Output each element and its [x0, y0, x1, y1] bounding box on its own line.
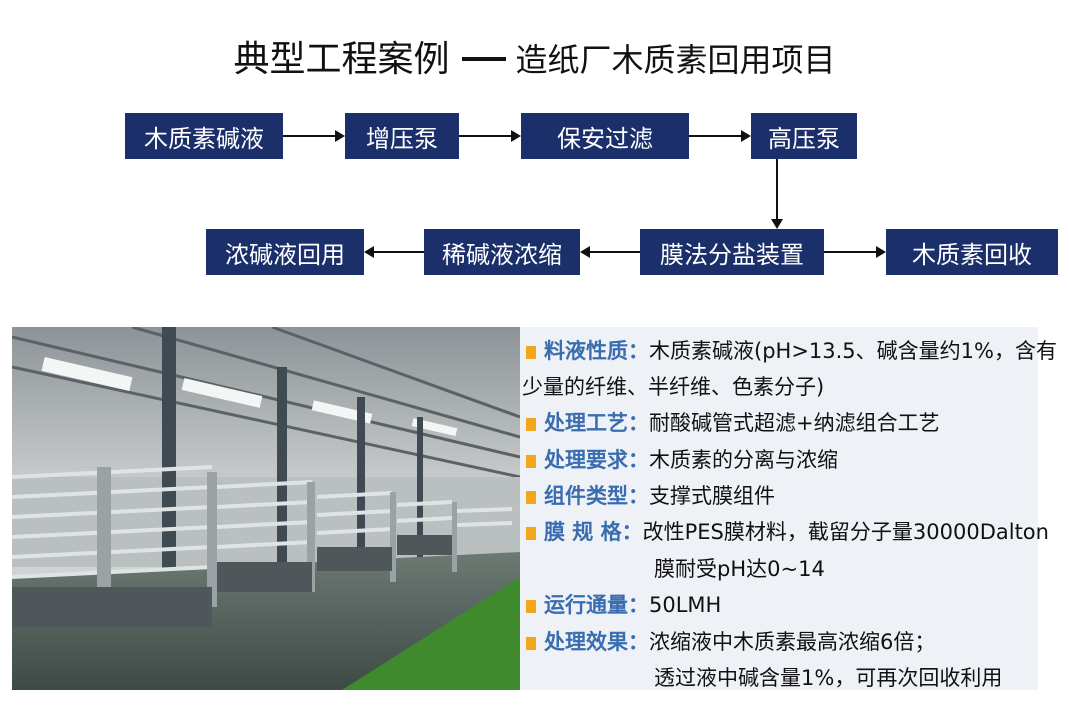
flow-step-concentrated-alkali-reuse: 浓碱液回用: [206, 229, 364, 275]
flow-step-lignin-alkali: 木质素碱液: [125, 113, 283, 159]
flow-arrow-7: [374, 251, 424, 253]
bullet-icon: [526, 490, 536, 504]
flow-step-booster-pump: 增压泵: [345, 113, 459, 159]
spec-process: 处理工艺：耐酸碱管式超滤+纳滤组合工艺: [520, 407, 940, 437]
flow-step-membrane-salt-separation: 膜法分盐装置: [640, 229, 824, 275]
flow-arrowhead-5: [876, 246, 886, 258]
spec-requirement-label: 处理要求：: [544, 448, 649, 472]
page-title: 典型工程案例 造纸厂木质素回用项目: [0, 30, 1069, 82]
spec-module-label: 组件类型：: [544, 484, 649, 508]
spec-effect-value-2: 透过液中碱含量1%，可再次回收利用: [654, 666, 1003, 690]
spec-effect-label: 处理效果：: [544, 630, 649, 654]
flow-arrowhead-6: [580, 246, 590, 258]
spec-flux-label: 运行通量：: [544, 593, 649, 617]
flow-step-security-filter: 保安过滤: [521, 113, 689, 159]
spec-effect-cont: 透过液中碱含量1%，可再次回收利用: [654, 662, 1002, 692]
flow-arrowhead-7: [364, 246, 374, 258]
bullet-icon: [526, 417, 536, 431]
spec-membrane-label: 膜 规 格：: [544, 520, 643, 544]
spec-feed-value: 木质素碱液(pH>13.5、碱含量约1%，含有: [649, 339, 1057, 363]
title-main: 典型工程案例: [233, 39, 450, 80]
spec-process-label: 处理工艺：: [544, 411, 649, 435]
flow-arrowhead-2: [511, 130, 521, 142]
spec-membrane-value: 改性PES膜材料，截留分子量30000Dalton: [642, 520, 1049, 544]
spec-membrane-cont: 膜耐受pH达0~14: [654, 553, 825, 583]
spec-module: 组件类型：支撑式膜组件: [520, 480, 775, 510]
spec-flux-value: 50LMH: [649, 593, 722, 617]
flow-arrowhead-down: [771, 219, 783, 229]
spec-feed: 料液性质：木质素碱液(pH>13.5、碱含量约1%，含有: [520, 335, 1057, 365]
spec-module-value: 支撑式膜组件: [649, 484, 775, 508]
plant-photo-drawing: [12, 327, 520, 690]
spec-membrane: 膜 规 格：改性PES膜材料，截留分子量30000Dalton: [520, 516, 1049, 546]
spec-effect: 处理效果：浓缩液中木质素最高浓缩6倍；: [520, 626, 935, 656]
spec-flux: 运行通量：50LMH: [520, 589, 721, 619]
spec-panel: 料液性质：木质素碱液(pH>13.5、碱含量约1%，含有 少量的纤维、半纤维、色…: [520, 327, 1057, 692]
spec-feed-cont: 少量的纤维、半纤维、色素分子): [522, 371, 824, 401]
flow-arrow-down: [776, 159, 778, 219]
title-dash: [461, 56, 506, 61]
flow-step-lignin-recovery: 木质素回收: [886, 229, 1058, 275]
flow-arrow-5: [824, 251, 876, 253]
spec-process-value: 耐酸碱管式超滤+纳滤组合工艺: [649, 411, 940, 435]
bullet-icon: [526, 526, 536, 540]
spec-requirement: 处理要求：木质素的分离与浓缩: [520, 444, 838, 474]
flow-arrow-1: [283, 135, 335, 137]
flow-arrow-3: [689, 135, 741, 137]
flow-arrowhead-1: [335, 130, 345, 142]
spec-feed-label: 料液性质：: [544, 339, 649, 363]
flow-step-high-pressure-pump: 高压泵: [751, 113, 857, 159]
bullet-icon: [526, 345, 536, 359]
flow-arrow-6: [590, 251, 640, 253]
bullet-icon: [526, 454, 536, 468]
flow-step-dilute-alkali-concentration: 稀碱液浓缩: [424, 229, 580, 275]
flow-arrowhead-3: [741, 130, 751, 142]
bullet-icon: [526, 636, 536, 650]
bullet-icon: [526, 599, 536, 613]
plant-photo: [12, 327, 520, 690]
spec-requirement-value: 木质素的分离与浓缩: [649, 448, 838, 472]
spec-effect-value: 浓缩液中木质素最高浓缩6倍；: [649, 630, 936, 654]
spec-feed-value-2: 少量的纤维、半纤维、色素分子): [522, 375, 825, 399]
flow-arrow-2: [459, 135, 511, 137]
spec-membrane-value-2: 膜耐受pH达0~14: [654, 557, 825, 581]
title-sub: 造纸厂木质素回用项目: [515, 41, 836, 79]
